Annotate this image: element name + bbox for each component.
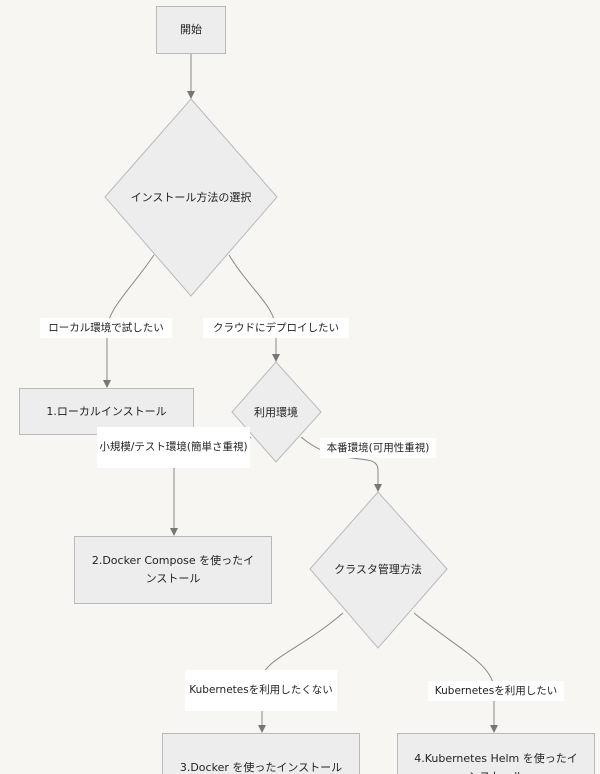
decision-env-label[interactable]: 利用環境: [254, 406, 298, 419]
edge-label-no-k8s: Kubernetesを利用したくない: [185, 670, 337, 711]
edge-install-to-env: [228, 254, 280, 362]
decision-cluster-label[interactable]: クラスタ管理方法: [334, 563, 422, 576]
start-node[interactable]: 開始: [156, 6, 226, 54]
decision-env-shape: [231, 361, 322, 463]
compose-install-label: 2.Docker Compose を使ったインストール: [91, 554, 255, 585]
edge-label-k8s: Kubernetesを利用したい: [428, 681, 564, 701]
edge-label-production: 本番環境(可用性重視): [320, 438, 436, 458]
helm-install-label: 4.Kubernetes Helm を使ったインストール: [414, 751, 578, 774]
decision-cluster-shape: [309, 491, 448, 649]
start-label: 開始: [180, 23, 202, 36]
helm-install-node[interactable]: 4.Kubernetes Helm を使ったインストール: [397, 733, 595, 774]
docker-install-label: 3.Docker を使ったインストール: [179, 760, 343, 774]
docker-install-node[interactable]: 3.Docker を使ったインストール: [162, 733, 360, 774]
compose-install-node[interactable]: 2.Docker Compose を使ったインストール: [74, 536, 272, 604]
edge-label-small-test: 小規模/テスト環境(簡単さ重視): [97, 427, 250, 468]
local-install-label: 1.ローカルインストール: [46, 404, 167, 418]
edge-label-local: ローカル環境で試したい: [40, 318, 172, 338]
edge-env-to-cluster: [300, 436, 382, 492]
decision-install-label[interactable]: インストール方法の選択: [130, 191, 252, 204]
edge-label-cloud: クラウドにデプロイしたい: [203, 318, 349, 338]
edge-cluster-to-helm: [413, 612, 498, 733]
decision-install-shape: [104, 98, 278, 297]
